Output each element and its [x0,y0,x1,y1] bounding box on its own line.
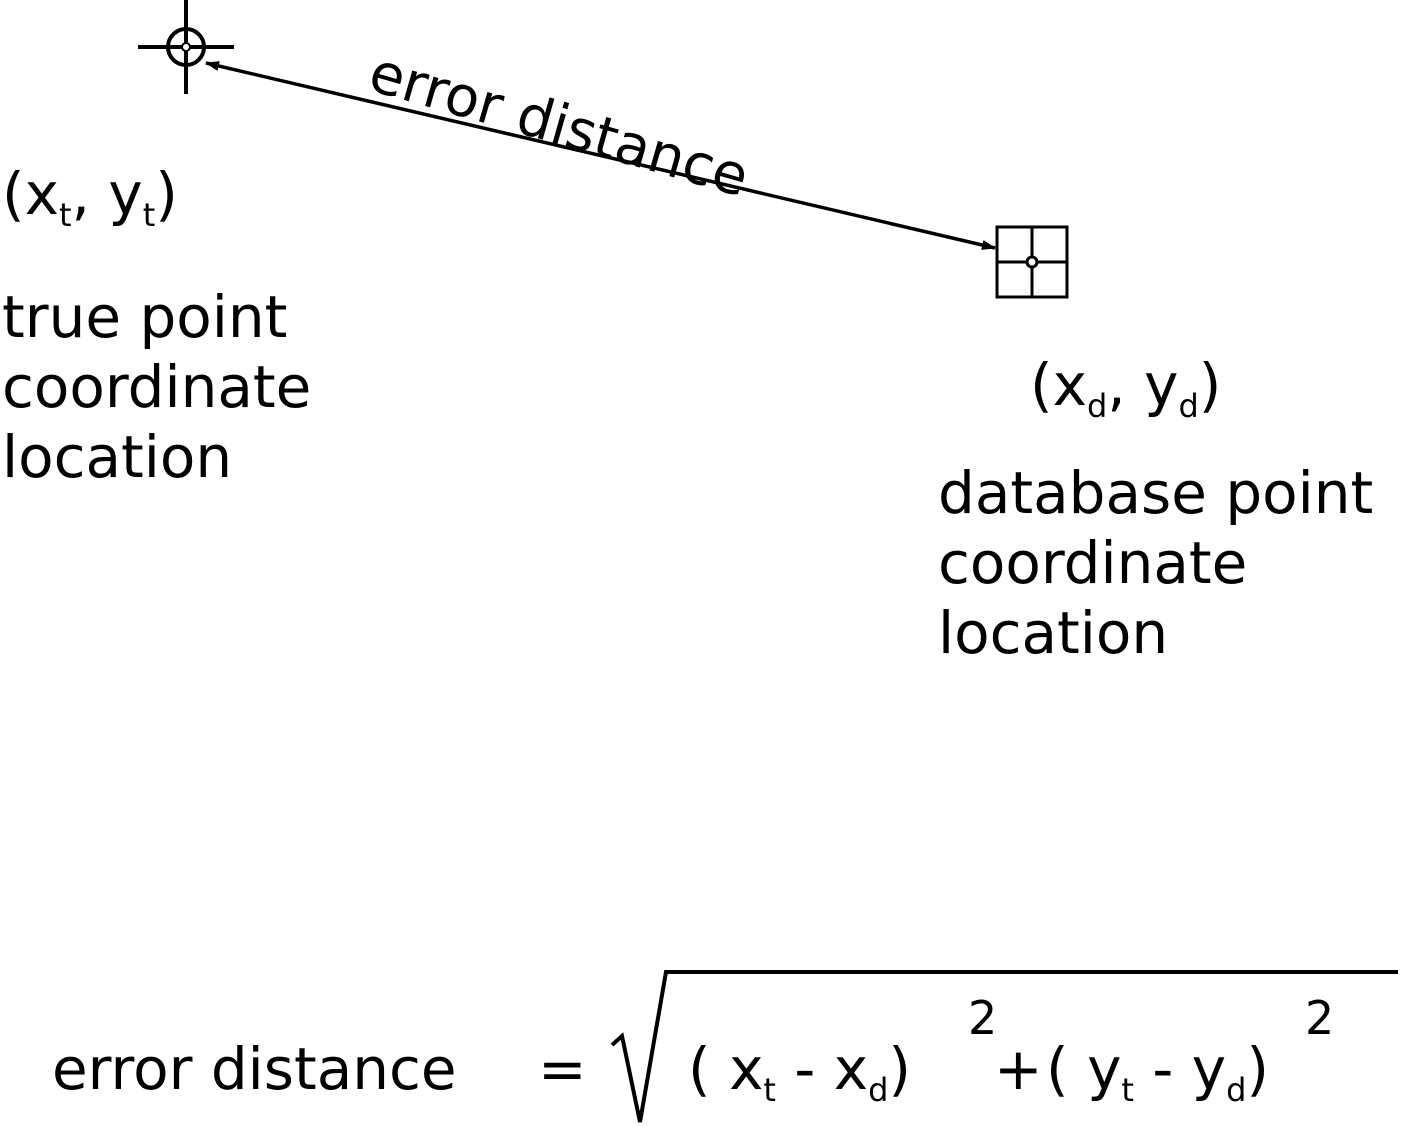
error-distance-arrow [205,61,996,250]
database-point-marker-icon [995,225,1069,299]
formula-equals: = [538,1035,587,1103]
database-point-desc-line-2: coordinate [938,529,1248,597]
database-point-description: database point coordinate location [938,458,1373,668]
true-point-description: true point coordinate location [2,282,311,492]
true-point-desc-line-3: location [2,423,233,491]
database-point-desc-line-1: database point [938,459,1374,527]
formula-term-x: ( xt - xd) [688,1035,912,1109]
true-point-coordinate: (xt, yt) [2,160,178,234]
formula-exponent-2: 2 [1305,991,1335,1045]
formula-plus: + [994,1035,1043,1103]
database-point-coordinate: (xd, yd) [1030,351,1222,425]
formula-lhs: error distance [52,1035,457,1103]
true-point-desc-line-1: true point [2,283,288,351]
formula-exponent-1: 2 [968,991,998,1045]
formula-term-y: ( yt - yd) [1046,1035,1270,1109]
database-point-desc-line-3: location [938,599,1169,667]
square-root-symbol [610,970,1398,1123]
true-point-marker-icon [138,0,234,94]
true-point-desc-line-2: coordinate [2,353,312,421]
